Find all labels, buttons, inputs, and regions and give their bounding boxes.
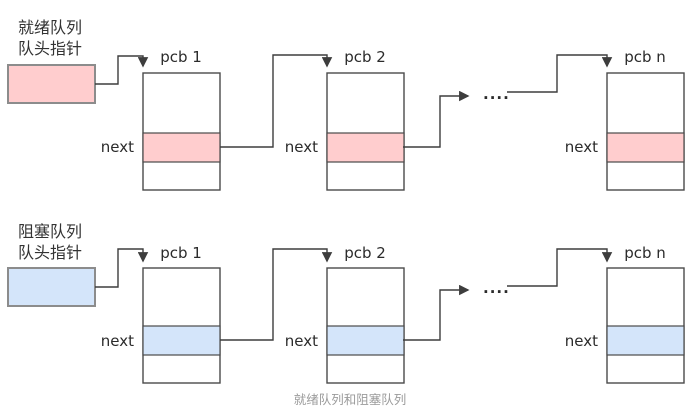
blocked-ellipsis-dots: .... bbox=[483, 279, 510, 297]
blocked-pcb2-next-label: next bbox=[285, 332, 318, 350]
blocked-pcb1-next-field bbox=[142, 325, 221, 356]
ready-dots-to-pcbn-arrow bbox=[507, 54, 613, 93]
ready-pcb1-node-box bbox=[142, 72, 221, 191]
blocked-pcb2-title: pcb 2 bbox=[344, 244, 386, 262]
blocked-queue-label-line1: 阻塞队列 bbox=[18, 222, 82, 241]
blocked-pcb1-to-pcb2-arrow bbox=[220, 248, 333, 341]
ready-pcbn-title: pcb n bbox=[624, 48, 666, 66]
ready-pcb2-title: pcb 2 bbox=[344, 48, 386, 66]
ready-pcbn-next-label: next bbox=[565, 138, 598, 156]
ready-ellipsis-dots: .... bbox=[483, 85, 510, 103]
blocked-queue-label-line2: 队头指针 bbox=[18, 243, 82, 262]
ready-queue-label-line1: 就绪队列 bbox=[18, 18, 82, 37]
ready-queue-label-line2: 队头指针 bbox=[18, 39, 82, 58]
ready-pcb1-next-label: next bbox=[101, 138, 134, 156]
ready-pcb1-to-pcb2-arrow bbox=[220, 54, 333, 148]
ready-head-pointer-box bbox=[7, 64, 96, 104]
blocked-pcbn-next-label: next bbox=[565, 332, 598, 350]
blocked-queue-row: 阻塞队列 队头指针 pcb 1 next pcb 2 next .... pcb… bbox=[7, 222, 685, 384]
ready-pcb1-next-field bbox=[142, 132, 221, 163]
ready-pcb2-to-dots-arrow bbox=[403, 90, 470, 148]
blocked-pcbn-title: pcb n bbox=[624, 244, 666, 262]
blocked-pcbn-next-field bbox=[606, 325, 685, 356]
ready-pcb2-node-box bbox=[326, 72, 405, 191]
diagram-caption: 就绪队列和阻塞队列 bbox=[294, 392, 407, 407]
blocked-head-to-pcb1-arrow bbox=[95, 248, 149, 288]
ready-pcb2-next-label: next bbox=[285, 138, 318, 156]
ready-head-to-pcb1-arrow bbox=[95, 55, 149, 85]
blocked-pcb1-next-label: next bbox=[101, 332, 134, 350]
ready-pcb1-title: pcb 1 bbox=[160, 48, 202, 66]
blocked-pcb2-next-field bbox=[326, 325, 405, 356]
blocked-dots-to-pcbn-arrow bbox=[507, 248, 613, 287]
ready-pcbn-node-box bbox=[606, 72, 685, 191]
ready-pcbn-next-field bbox=[606, 132, 685, 163]
ready-queue-row: 就绪队列 队头指针 pcb 1 next pcb 2 next .... pcb… bbox=[7, 18, 685, 191]
blocked-pcb1-title: pcb 1 bbox=[160, 244, 202, 262]
ready-pcb2-next-field bbox=[326, 132, 405, 163]
blocked-pcb2-to-dots-arrow bbox=[403, 284, 470, 341]
blocked-head-pointer-box bbox=[7, 267, 96, 307]
